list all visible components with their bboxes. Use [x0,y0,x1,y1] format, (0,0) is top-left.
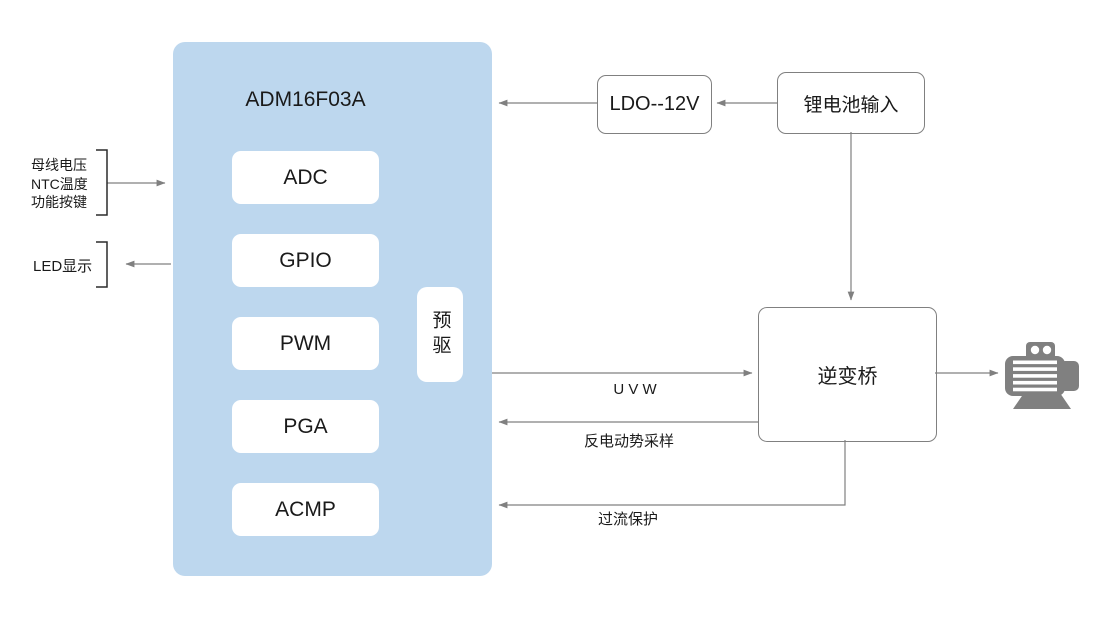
label-back-emf: 反电动势采样 [583,433,674,450]
ldo-box: LDO--12V [597,75,712,134]
chip-title: ADM16F03A [245,88,366,111]
chip-module-pga: PGA [232,400,379,453]
chip-module-pwm: PWM [232,317,379,370]
led-display-label: LED显示 [33,258,93,275]
analog-inputs-group: 母线电压 NTC温度 功能按键 [31,156,101,212]
input-bus-voltage: 母线电压 [31,157,87,173]
chip-module-acmp: ACMP [232,483,379,536]
chip-module-predriver: 预驱 [417,287,463,382]
battery-input-box: 锂电池输入 [777,72,925,134]
inverter-bridge-box: 逆变桥 [758,307,937,442]
input-function-key: 功能按键 [31,194,87,210]
chip-module-adc: ADC [232,151,379,204]
label-overcurrent: 过流保护 [597,511,658,528]
motor-icon [1005,342,1079,409]
input-ntc-temp: NTC温度 [31,175,88,192]
label-uvw: U V W [613,381,657,398]
chip-module-gpio: GPIO [232,234,379,287]
